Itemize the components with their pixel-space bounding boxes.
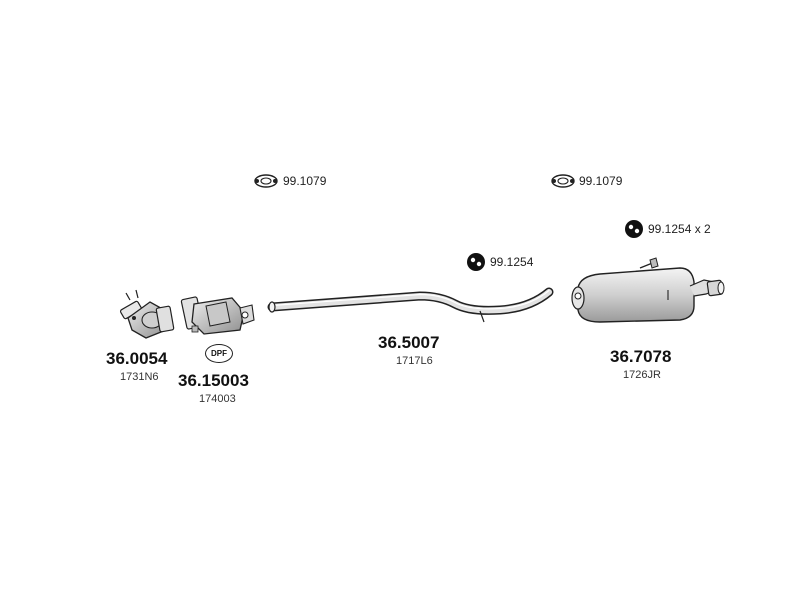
hanger-number-label: 99.1254 bbox=[490, 255, 534, 269]
rear-muffler-drawing bbox=[571, 257, 725, 323]
manifold-catalyst-drawing bbox=[119, 289, 175, 339]
gasket-icon bbox=[254, 174, 278, 188]
oem-number-label: 1726JR bbox=[623, 369, 661, 381]
oem-number-label: 1717L6 bbox=[396, 355, 433, 367]
hanger-number-label: 99.1254 x 2 bbox=[648, 222, 711, 236]
dpf-badge: DPF bbox=[205, 344, 233, 363]
part-number-label: 36.0054 bbox=[106, 349, 168, 368]
part-number-label: 36.5007 bbox=[378, 333, 440, 352]
rubber-hanger-icon bbox=[467, 253, 485, 271]
part-number-label: 36.7078 bbox=[610, 347, 672, 366]
gasket-number-label: 99.1079 bbox=[283, 174, 327, 188]
middle-pipe-drawing bbox=[267, 287, 554, 323]
rubber-hanger-icon bbox=[625, 220, 643, 238]
gasket-number-label: 99.1079 bbox=[579, 174, 623, 188]
oem-number-label: 1731N6 bbox=[120, 371, 159, 383]
gasket-icon bbox=[551, 174, 575, 188]
part-number-label: 36.15003 bbox=[178, 371, 249, 390]
dpf-unit-drawing bbox=[180, 296, 255, 335]
oem-number-label: 174003 bbox=[199, 393, 236, 405]
